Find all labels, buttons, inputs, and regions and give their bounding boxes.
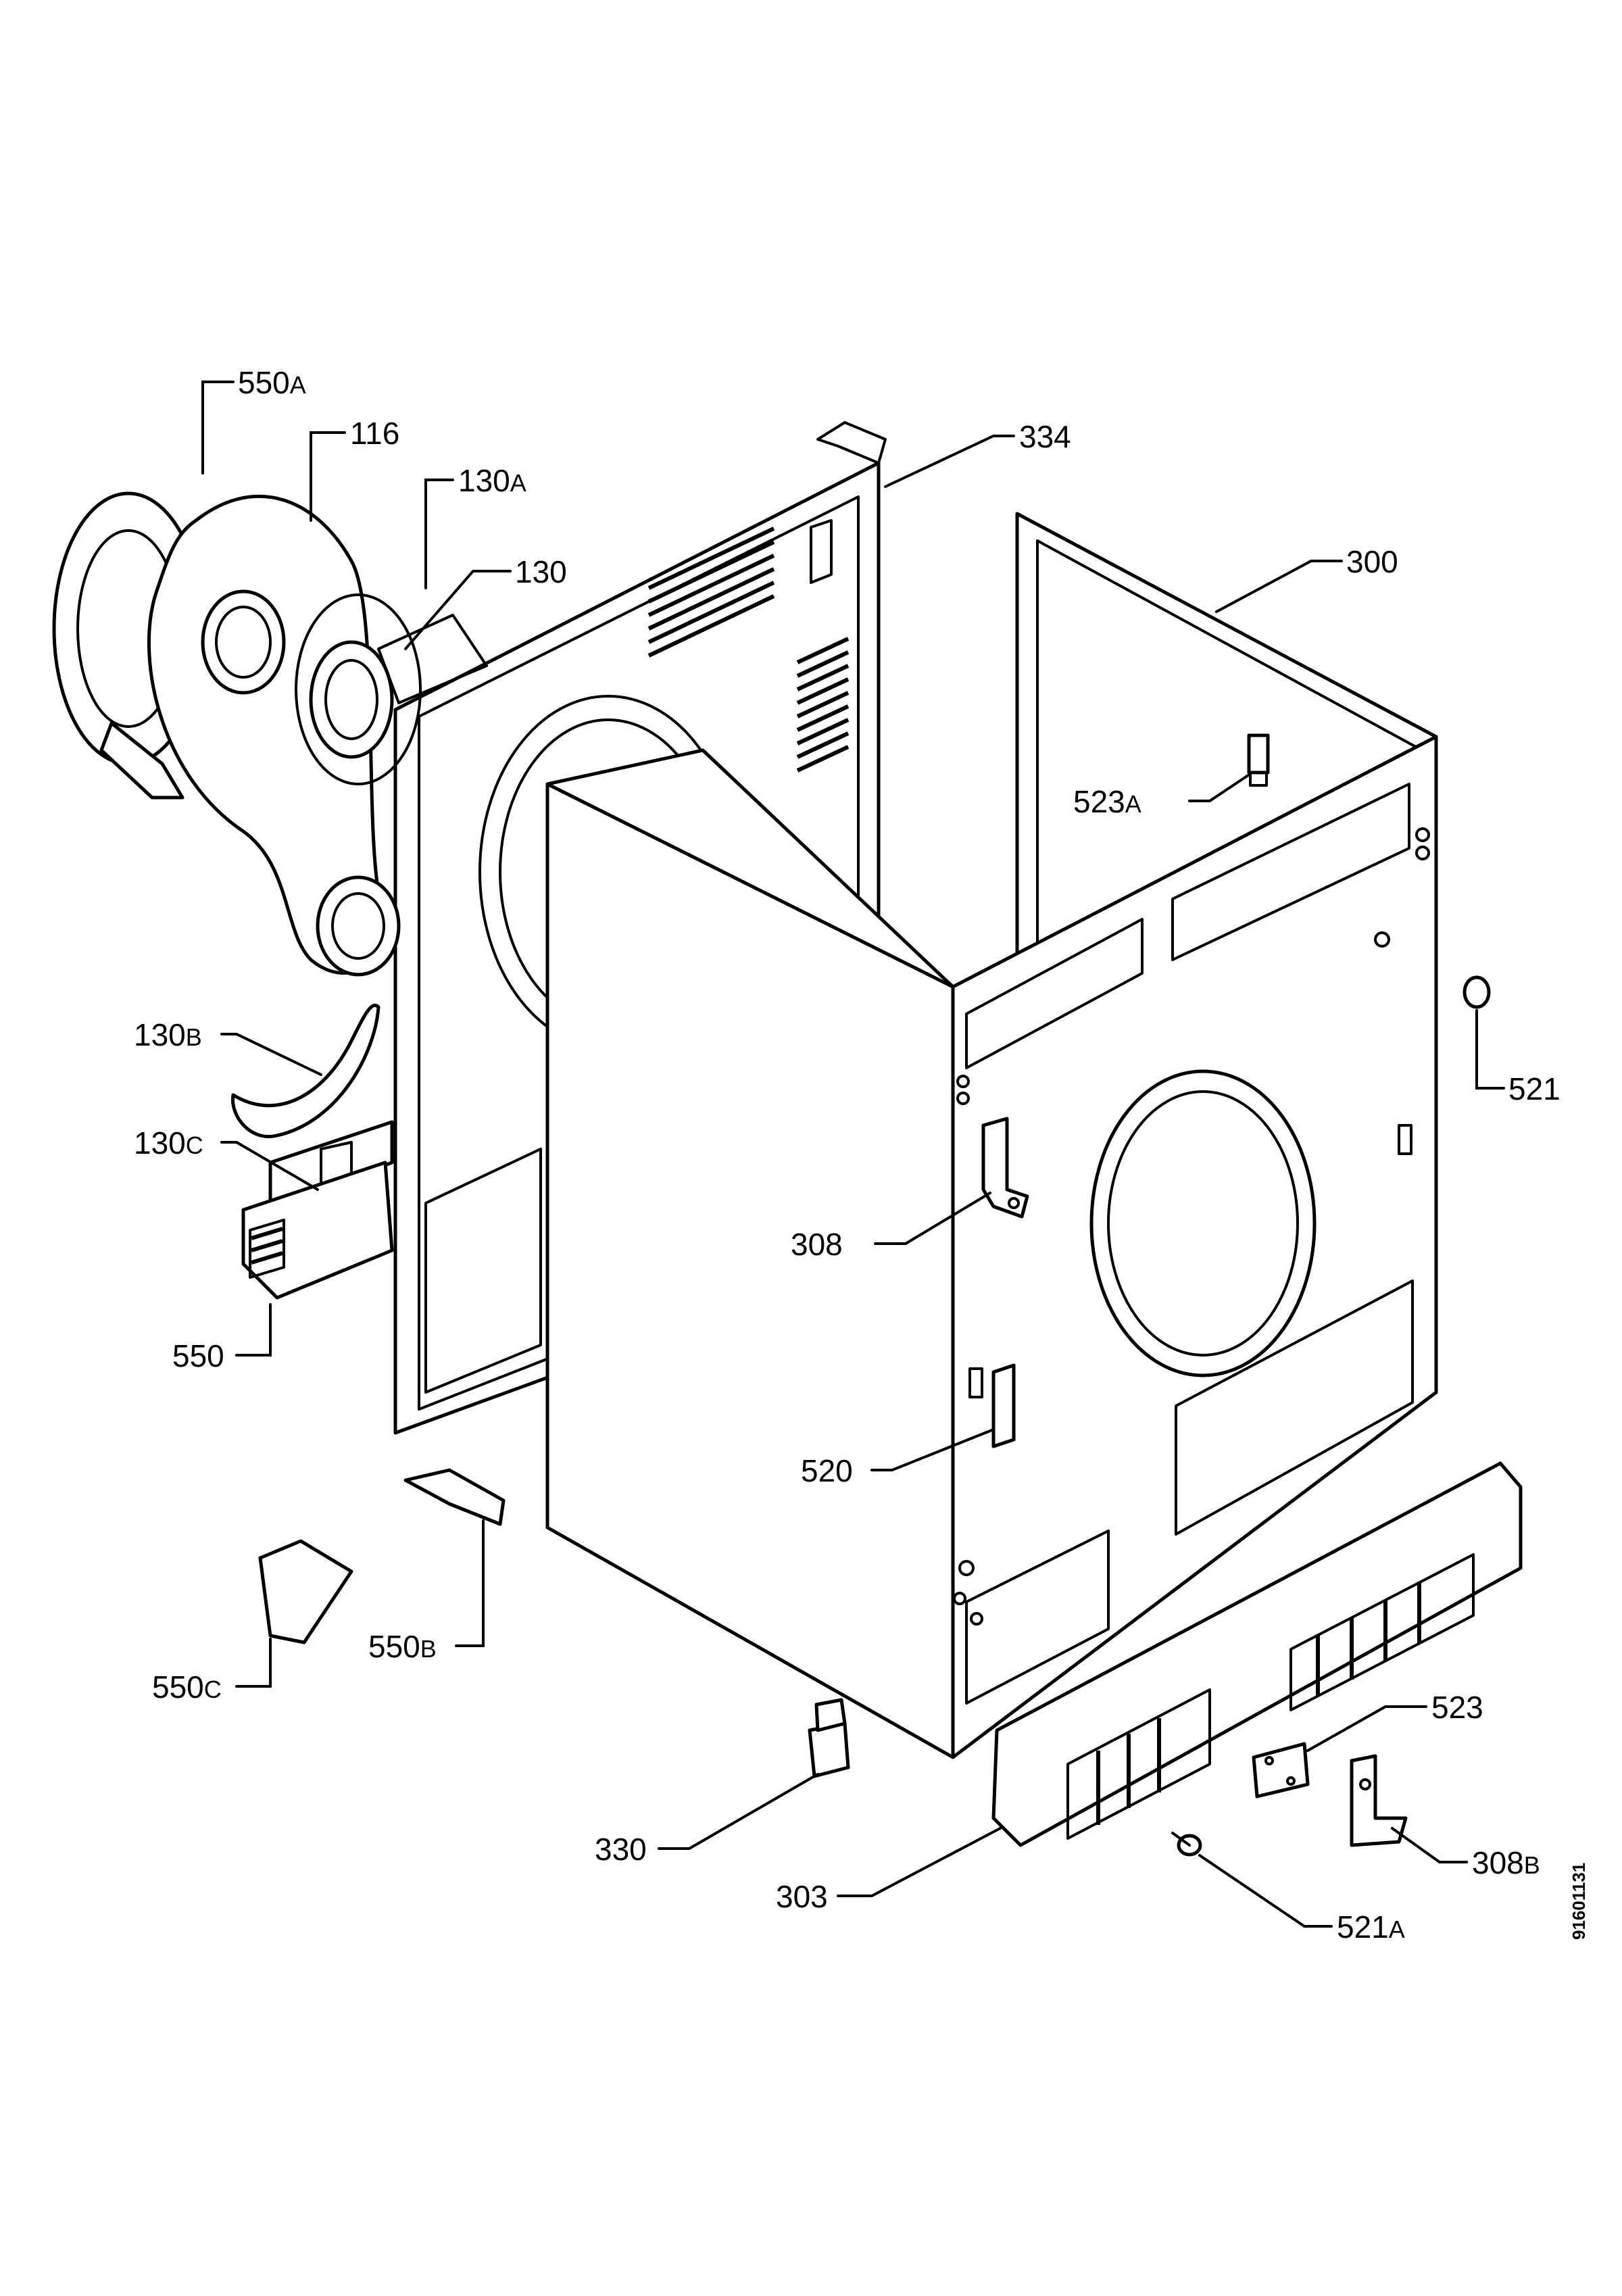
callout-116: 116 [350, 416, 399, 451]
screw-521A [1171, 1832, 1202, 1857]
bracket-550C [258, 1539, 353, 1644]
callout-308B: 308B [1472, 1845, 1540, 1880]
callout-521A: 521A [1337, 1909, 1405, 1945]
callout-308: 308 [791, 1227, 843, 1262]
callout-523: 523 [1431, 1690, 1483, 1725]
callout-550B: 550B [368, 1629, 437, 1664]
seal-130 [309, 614, 488, 759]
callout-130C: 130C [134, 1125, 203, 1161]
callout-521: 521 [1508, 1071, 1560, 1106]
plinth-303 [991, 1461, 1523, 1847]
callout-130B: 130B [134, 1017, 202, 1052]
callout-300: 300 [1346, 544, 1398, 579]
callout-550A: 550A [238, 365, 306, 400]
seal-130A [295, 593, 422, 785]
leader-lines [201, 381, 1505, 1928]
seal-130B [230, 1004, 380, 1138]
callout-130: 130 [515, 554, 567, 589]
catch-523A [1247, 733, 1270, 775]
cabinet-300 [545, 512, 1438, 1759]
callout-303: 303 [776, 1879, 828, 1914]
catch-520 [991, 1363, 1016, 1448]
callout-334: 334 [1019, 419, 1071, 454]
callout-523A: 523A [1073, 784, 1141, 819]
heater-duct-550 [241, 1161, 394, 1300]
callout-330: 330 [595, 1832, 647, 1867]
document-number: 91601131 [1569, 1863, 1589, 1940]
callout-550: 550 [172, 1338, 224, 1373]
catch-523 [1252, 1742, 1310, 1799]
fan-duct-116 [147, 494, 401, 977]
bracket-308 [981, 1117, 1029, 1219]
rear-vent-slots [647, 527, 850, 773]
foot-330 [808, 1698, 850, 1778]
callout-130A: 130A [458, 463, 526, 498]
callout-550C: 550C [152, 1669, 222, 1705]
callout-520: 520 [801, 1453, 853, 1488]
screw-521 [1463, 975, 1491, 1009]
callout-labels: 550A 116 130A 130 334 300 523A 521 130B … [134, 365, 1560, 1945]
bracket-550B [403, 1468, 506, 1526]
bracket-308B [1350, 1754, 1408, 1847]
